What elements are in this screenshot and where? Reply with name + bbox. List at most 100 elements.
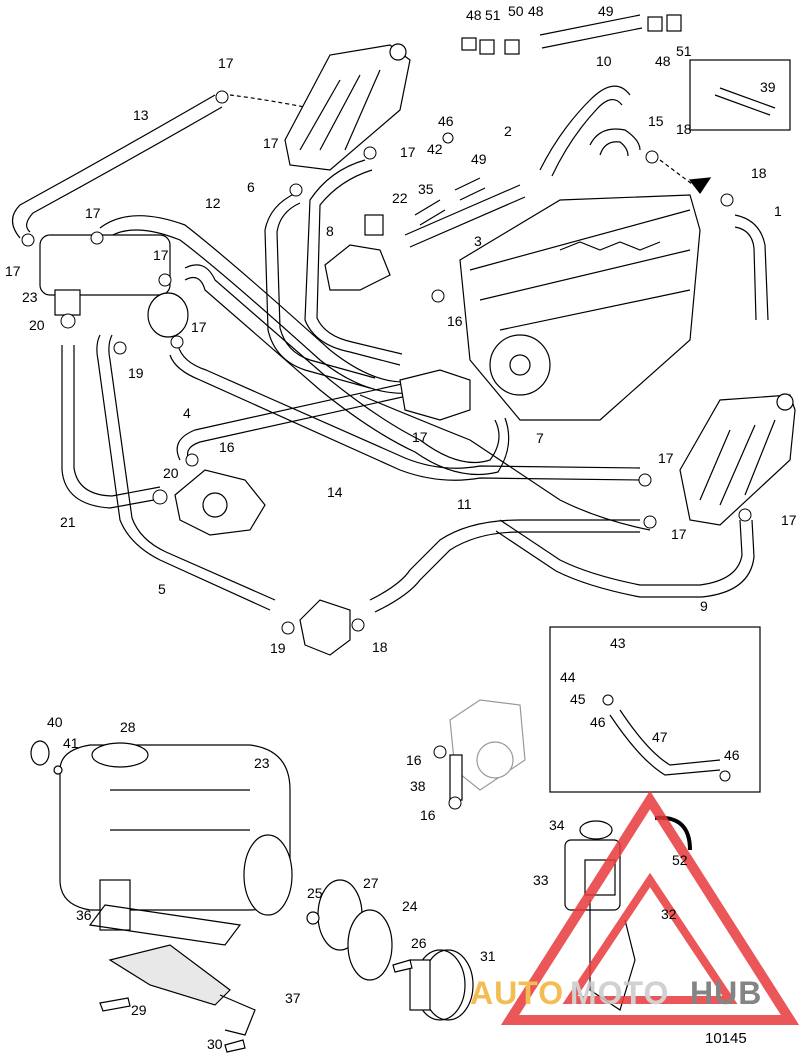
hose-1 [734, 214, 769, 321]
callout-label: 41 [63, 735, 79, 751]
hose-47-edge [619, 709, 721, 766]
callout-label: 3 [474, 233, 482, 249]
part-39-pipe [714, 87, 776, 116]
callout-label: 42 [427, 141, 443, 157]
clamp-markers [21, 90, 752, 810]
callout-label: 47 [652, 729, 668, 745]
hose-8-edge [316, 169, 403, 355]
callout-label: 6 [247, 179, 255, 195]
callout-label: 51 [485, 7, 501, 23]
washer-25 [306, 911, 320, 925]
hose-13-edge [26, 106, 223, 233]
callout-label: 44 [560, 669, 576, 685]
callout-label: 16 [406, 752, 422, 768]
hose-14-edge [177, 344, 641, 469]
coolant-reservoir [564, 820, 621, 911]
callout-label: 34 [549, 817, 565, 833]
fitting-top-1 [461, 37, 477, 51]
callout-label: 49 [598, 3, 614, 19]
callout-label: 18 [676, 121, 692, 137]
hose-12 [99, 215, 421, 383]
callout-label: 48 [466, 7, 482, 23]
bolt-29 [99, 997, 131, 1012]
watermark-text-hub: HUB [690, 975, 762, 1011]
callout-label: 20 [29, 317, 45, 333]
hose-5-edge [108, 334, 276, 601]
hose-15-edge [599, 141, 629, 157]
hose-49 [454, 177, 486, 201]
callout-label: 24 [402, 898, 418, 914]
hose-10 [539, 85, 631, 171]
water-pump-lower [174, 469, 266, 536]
callout-label: 8 [326, 223, 334, 239]
callout-label: 16 [420, 807, 436, 823]
thermostat-lower [299, 599, 351, 656]
callout-label: 13 [133, 107, 149, 123]
callout-label: 17 [5, 263, 21, 279]
inset-box-39 [689, 59, 791, 131]
clamp-31 [409, 949, 474, 1021]
callout-label: 38 [410, 778, 426, 794]
callout-label: 40 [47, 714, 63, 730]
callout-label: 18 [751, 165, 767, 181]
figure-number: 10145 [705, 1030, 747, 1047]
bracket-32 [589, 900, 636, 1011]
watermark: AUTO MOTO HUB [470, 790, 800, 1025]
callout-label: 18 [372, 639, 388, 655]
callout-label: 19 [270, 640, 286, 656]
callout-label: 9 [700, 598, 708, 614]
heat-exchanger-lower [59, 742, 293, 931]
watermark-triangle-inner [562, 872, 738, 1004]
hose-3 [404, 184, 526, 248]
callout-label: 10 [596, 53, 612, 69]
fitting-top-3 [504, 39, 520, 55]
hose-49-top [539, 14, 643, 49]
hose-group [11, 14, 769, 613]
hose-8 [304, 159, 401, 366]
callout-label: 30 [207, 1036, 223, 1052]
callout-label: 17 [400, 144, 416, 160]
callout-label: 35 [418, 181, 434, 197]
callout-label: 17 [263, 135, 279, 151]
callout-label: 19 [128, 365, 144, 381]
callout-label: 49 [471, 151, 487, 167]
callout-label: 12 [205, 195, 221, 211]
bolt-26 [392, 959, 413, 973]
callout-label: 46 [590, 714, 606, 730]
hose-11-edge [184, 277, 510, 476]
gasket-24 [347, 909, 393, 981]
hose-5 [96, 334, 271, 611]
callout-label: 7 [536, 430, 544, 446]
hose-13 [11, 94, 216, 239]
callout-label: 51 [676, 43, 692, 59]
callout-label: 22 [392, 190, 408, 206]
hose-11 [184, 264, 500, 464]
callout-label: 1 [774, 203, 782, 219]
callout-label: 17 [658, 450, 674, 466]
dashed-leader-2 [659, 159, 701, 191]
callout-label: 4 [183, 405, 191, 421]
callout-label: 45 [570, 691, 586, 707]
dashed-leader [229, 94, 321, 111]
watermark-text-moto: MOTO [570, 975, 669, 1011]
engine-detail-center [449, 699, 526, 801]
hose-lower-s-edge [374, 531, 640, 613]
callout-label: 48 [655, 53, 671, 69]
callout-label: 37 [285, 990, 301, 1006]
callout-label: 17 [218, 55, 234, 71]
exhaust-manifold-upper [284, 43, 411, 171]
bolt-30 [224, 1039, 246, 1053]
callout-label: 46 [724, 747, 740, 763]
oring-41 [53, 765, 63, 775]
hose-lower-s [369, 519, 640, 601]
callout-label: 28 [120, 719, 136, 735]
watermark-triangle [500, 790, 800, 1025]
callout-label: 2 [504, 123, 512, 139]
bracket-37 [108, 944, 231, 1006]
callout-label: 17 [781, 512, 797, 528]
callout-label: 14 [327, 484, 343, 500]
seawater-pump-upper [324, 214, 391, 291]
watermark-text-auto: AUTO [470, 975, 564, 1011]
thermostat-housing [399, 369, 471, 421]
